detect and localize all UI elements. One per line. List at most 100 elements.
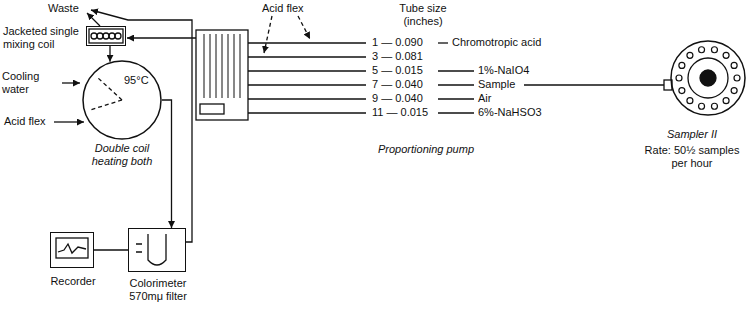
temperature-label-holder: 95°C [124, 74, 158, 87]
sampler-label: Sampler II [640, 128, 744, 141]
waste-line [87, 13, 100, 26]
sampler-cup [679, 62, 685, 68]
rate-label-holder: Rate: 50½ samples per hour [640, 144, 744, 170]
bath-coil-lead [98, 78, 122, 100]
circle-outline [671, 41, 745, 115]
pump-rollers [204, 34, 240, 98]
heating-bath: 95°CDouble coil heating both [82, 60, 162, 140]
sample-line [524, 84, 664, 85]
bath-label-holder: Double coil heating both [84, 142, 160, 168]
coil-windings [91, 33, 121, 39]
sampler-cup [679, 88, 685, 94]
tube-size: 7 — 0.040 [372, 78, 436, 91]
label-holder: Acid flex [262, 2, 310, 15]
note-label: Waste [48, 2, 84, 15]
bath-label: Double coil heating both [84, 142, 160, 168]
reagent-label: 6%-NaHSO3 [478, 106, 568, 119]
label-holder: Proportioning pump [378, 143, 498, 156]
note-label: Tube size (inches) [392, 2, 454, 28]
sampler-cup [676, 75, 682, 81]
tube-size: 3 — 0.081 [372, 50, 436, 63]
circle-outline [82, 60, 162, 140]
circle-outline [670, 40, 746, 116]
pump-roller [228, 34, 229, 98]
pump-roller [222, 34, 223, 98]
pump-outlet-tube [127, 37, 196, 38]
pump-roller [240, 34, 241, 98]
label-holder: Chromotropic acid [452, 36, 562, 49]
equipment-label-holder: Jacketed single mixing coil [3, 25, 83, 51]
sampler-cup [699, 103, 705, 109]
acid-flex-arrow [54, 121, 84, 122]
pump-mixing-coil [200, 104, 224, 114]
equipment-label-holder: Colorimeter 570mμ filter [119, 277, 197, 303]
equipment-label-holder: Recorder [43, 275, 103, 288]
recorder-chart [56, 238, 88, 258]
recorder: Recorder [50, 232, 94, 268]
reagent-tubes [438, 43, 474, 113]
pump-roller [234, 34, 235, 98]
label-holder: 1%-NaIO4 [478, 64, 558, 77]
flow-tube [109, 46, 110, 62]
label-holder: Acid flex [4, 115, 52, 128]
sampler-hub [700, 70, 716, 86]
equipment-label: Jacketed single mixing coil [3, 25, 83, 51]
sampler-cup [699, 47, 705, 53]
tube-size: 9 — 0.040 [372, 92, 436, 105]
label-holder: 9 — 0.040 [372, 92, 436, 105]
label-holder: 1 — 0.090 [372, 36, 436, 49]
bath-coil-lead [90, 100, 122, 110]
cooling-water-arrow [62, 82, 80, 83]
tube-size: 11 — 0.015 [372, 106, 436, 119]
sampler-cup [711, 47, 717, 53]
sampler-plate [688, 58, 728, 98]
acid-flex-pointer [298, 16, 310, 39]
acid-flex-pointer [264, 16, 272, 53]
sampler-cups [676, 47, 740, 110]
label-holder: Tube size (inches) [392, 2, 454, 28]
label-holder: 6%-NaHSO3 [478, 106, 568, 119]
temperature-label: 95°C [124, 74, 158, 87]
pump-roller [210, 34, 211, 98]
sampler-cup [687, 98, 693, 104]
pump-tubes [248, 43, 366, 113]
note-label: Acid flex [262, 2, 310, 15]
sampler-cup [723, 98, 729, 104]
sampler-cup [687, 52, 693, 58]
equipment-label: Colorimeter 570mμ filter [119, 277, 197, 303]
sampler-cup [731, 88, 737, 94]
coil-jacket [89, 29, 123, 43]
label-holder: Sample [478, 78, 522, 91]
note-label: Acid flex [4, 115, 52, 128]
reagent-label: Chromotropic acid [452, 36, 562, 49]
reagent-label: Sample [478, 78, 522, 91]
label-holder: 11 — 0.015 [372, 106, 436, 119]
colorimeter: Colorimeter 570mμ filter [128, 228, 186, 272]
reagent-label: Air [478, 92, 518, 105]
flow-cell [148, 234, 166, 265]
label-holder: Cooling water [2, 70, 60, 96]
label-holder: Air [478, 92, 518, 105]
waste-line [91, 10, 192, 242]
sampler-cup [734, 75, 740, 81]
tube-size: 1 — 0.090 [372, 36, 436, 49]
rate-label: Rate: 50½ samples per hour [640, 144, 744, 170]
label-holder: 3 — 0.081 [372, 50, 436, 63]
note-label: Proportioning pump [378, 143, 498, 156]
label-holder: 7 — 0.040 [372, 78, 436, 91]
pump-roller [204, 34, 205, 98]
pump-body [196, 30, 248, 120]
equipment-label: Recorder [43, 275, 103, 288]
reagent-label: 1%-NaIO4 [478, 64, 558, 77]
sampler-cup [711, 103, 717, 109]
mixing-coil: Jacketed single mixing coil [86, 26, 126, 46]
label-holder: Waste [48, 2, 84, 15]
recorder-trace [58, 244, 86, 253]
sampler-cup [731, 62, 737, 68]
sampler-cup [723, 52, 729, 58]
label-holder: 5 — 0.015 [372, 64, 436, 77]
flow-tube [162, 100, 172, 228]
signal-wire [94, 249, 128, 250]
filter-mark [136, 244, 142, 252]
